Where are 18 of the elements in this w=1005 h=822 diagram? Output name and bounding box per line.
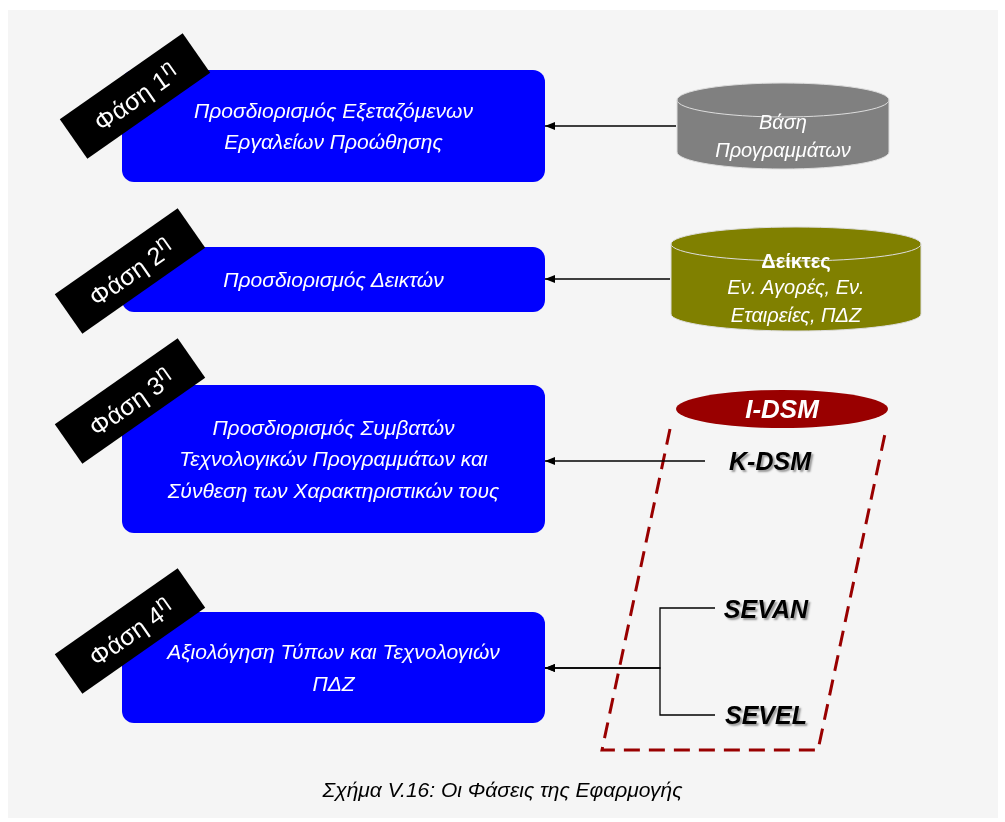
- model-name: K-DSM: [729, 446, 811, 476]
- arrow: [544, 122, 677, 130]
- ellipse-text: I-DSM: [745, 393, 819, 425]
- cylinder-text: Εν. Αγορές, Εν. Εταιρείες, ΠΔΖ: [726, 274, 866, 328]
- arrow: [544, 457, 706, 465]
- cylinder-heading: Δείκτες: [761, 249, 831, 273]
- arrow: [544, 275, 671, 283]
- database-cylinder: [676, 82, 890, 170]
- model-name: SEVAN: [723, 594, 809, 624]
- model-name: SEVEL: [725, 700, 807, 730]
- box-text: Προσδιορισμός Δεικτών: [223, 266, 444, 293]
- database-cylinder: [670, 226, 922, 332]
- figure-caption: Σχήμα V.16: Οι Φάσεις της Εφαρμογής: [321, 778, 684, 802]
- box-text: Προσδιορισμός Συμβατών Τεχνολογικών Προγραμμάτων και Σύνθεση των Χαρακτηριστικών τους: [166, 414, 501, 504]
- box-text: Αξιολόγηση Τύπων και Τεχνολογιών ΠΔΖ: [165, 639, 501, 697]
- box-text: Προσδιορισμός Εξεταζόμενων Εργαλείων Προώθησης: [193, 97, 474, 155]
- cylinder-text: Βάση Προγραμμάτων: [714, 110, 852, 163]
- arrow: [544, 664, 716, 716]
